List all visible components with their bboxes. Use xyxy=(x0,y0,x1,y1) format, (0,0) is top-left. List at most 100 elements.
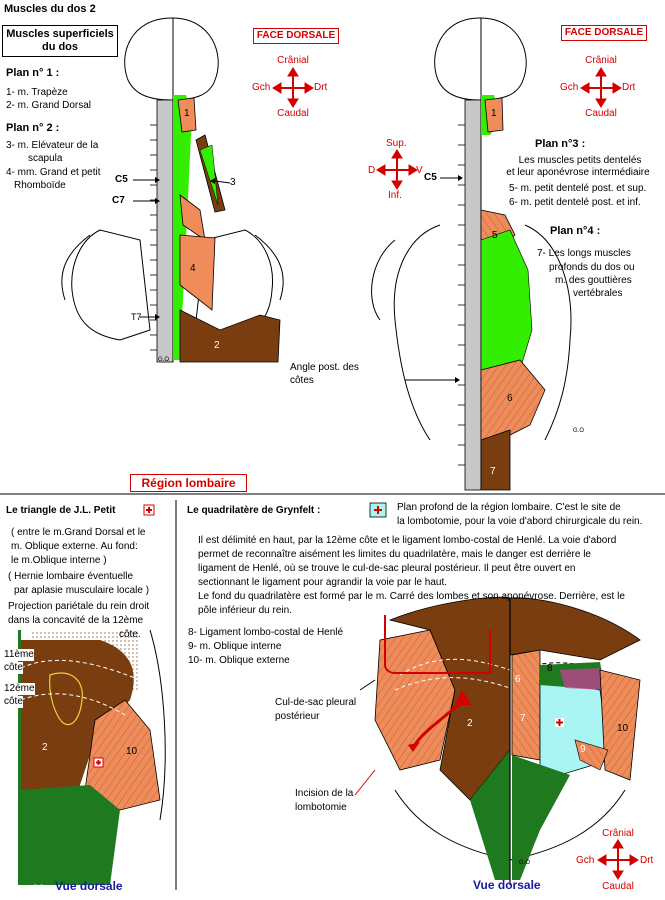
orientation-cross-2 xyxy=(580,67,622,108)
d-label: D xyxy=(368,165,376,176)
plan3-title: Plan n°3 : xyxy=(535,138,586,150)
rib11-label-1: 11ème xyxy=(4,649,34,661)
petit-number-10: 10 xyxy=(126,746,138,757)
go-label-3: G.O xyxy=(33,885,45,891)
inf-label: Inf. xyxy=(388,190,402,201)
title-box-line-2: du dos xyxy=(41,41,79,53)
incision-label-1: Incision de la xyxy=(295,788,354,799)
plan4-item-4: vertébrales xyxy=(573,288,623,299)
grynfelt-number-2: 2 xyxy=(467,718,473,729)
orientation-cross-4 xyxy=(597,839,639,880)
angle-label-2: côtes xyxy=(290,375,314,386)
petit-line-7: dans la concavité de la 12ème xyxy=(8,615,144,626)
left-label-3: Gch xyxy=(576,855,595,866)
go-label-4: G.O xyxy=(519,860,531,866)
plan4-item-3: m. des gouttières xyxy=(555,275,632,286)
c5-label-right: C5 xyxy=(424,172,437,183)
grynfelt-legend-2: 9- m. Oblique interne xyxy=(188,641,282,652)
grynfelt-figure xyxy=(354,502,641,885)
grynfelt-para-5: Le fond du quadrilatère est formé par le… xyxy=(198,591,625,602)
rib12-label-1: 12ème xyxy=(4,683,35,695)
petit-line-8: côte. xyxy=(119,629,141,640)
incision-label-2: lombotomie xyxy=(295,802,347,813)
petit-line-1: ( entre le m.Grand Dorsal et le xyxy=(11,527,146,538)
muscle-number-2-left: 2 xyxy=(214,340,220,351)
angle-label-1: Angle post. des xyxy=(290,362,359,373)
grynfelt-number-8: 8 xyxy=(547,663,553,674)
left-label-1: Gch xyxy=(252,82,271,93)
grynfelt-caption: Vue dorsale xyxy=(473,878,541,892)
grynfelt-number-6: 6 xyxy=(515,674,521,685)
muscle-number-3: 3 xyxy=(230,177,236,188)
c5-label-left: C5 xyxy=(115,174,128,185)
plan3-item-2: et leur aponévrose intermédiaire xyxy=(506,167,650,178)
petit-line-3: le m.Oblique interne ) xyxy=(11,555,107,566)
orientation-cross-1 xyxy=(272,67,314,108)
rib11-label-2: côte xyxy=(4,662,23,674)
plan1-title: Plan n° 1 : xyxy=(6,67,60,79)
face-dorsale-badge-1: FACE DORSALE xyxy=(253,28,339,44)
rib12-label-2: côte xyxy=(4,696,23,708)
plan3-item-4: 6- m. petit dentelé post. et inf. xyxy=(509,197,641,208)
plan2-item-4: Rhomboïde xyxy=(14,180,66,191)
grynfelt-number-9: 9 xyxy=(580,744,586,755)
muscle-number-1-left: 1 xyxy=(184,108,190,119)
face-dorsale-badge-2: FACE DORSALE xyxy=(561,25,647,41)
petit-triangle-figure xyxy=(18,629,166,885)
plan1-item-2: 2- m. Grand Dorsal xyxy=(6,100,92,111)
grynfelt-intro-2: la lombotomie, pour la voie d'abord chir… xyxy=(397,516,643,527)
plan3-item-3: 5- m. petit dentelé post. et sup. xyxy=(509,183,647,194)
orientation-cross-3 xyxy=(376,149,418,190)
muscle-number-1-right: 1 xyxy=(491,108,497,119)
title-box: Muscles superficiels du dos xyxy=(2,25,118,57)
grynfelt-para-1: Il est délimité en haut, par la 12ème cô… xyxy=(198,535,617,546)
cranial-label-3: Crânial xyxy=(602,828,634,839)
plan2-item-1: 3- m. Elévateur de la xyxy=(6,140,99,151)
petit-title: Le triangle de J.L. Petit xyxy=(6,505,116,516)
grynfelt-number-7: 7 xyxy=(520,713,526,724)
caudal-label-1: Caudal xyxy=(277,108,309,119)
go-label-2: G.O xyxy=(573,428,585,434)
grynfelt-legend-3: 10- m. Oblique externe xyxy=(188,655,290,666)
grynfelt-para-2: permet de reconnaître aisément les limit… xyxy=(198,549,591,560)
left-dorsal-figure xyxy=(61,17,284,364)
title-box-line-1: Muscles superficiels xyxy=(6,28,114,40)
cul-de-sac-label-1: Cul-de-sac pleural xyxy=(275,697,357,708)
muscle-number-5: 5 xyxy=(492,230,498,241)
caudal-label-3: Caudal xyxy=(602,881,634,892)
cul-de-sac-label-2: postérieur xyxy=(275,711,320,722)
plan1-item-1: 1- m. Trapèze xyxy=(6,87,68,98)
right-label-3: Drt xyxy=(640,855,654,866)
plan4-item-1: 7- Les longs muscles xyxy=(537,248,631,259)
petit-line-5: par aplasie musculaire locale ) xyxy=(14,585,150,596)
plan2-title: Plan n° 2 : xyxy=(6,122,60,134)
left-label-2: Gch xyxy=(560,82,579,93)
petit-caption: Vue dorsale xyxy=(55,879,123,893)
right-label-1: Drt xyxy=(314,82,328,93)
grynfelt-para-6: pôle inférieur du rein. xyxy=(198,605,292,616)
right-dorsal-figure xyxy=(371,17,572,491)
cranial-label-2: Crânial xyxy=(585,55,617,66)
muscle-number-4: 4 xyxy=(190,263,196,274)
muscle-number-6: 6 xyxy=(507,393,513,404)
caudal-label-2: Caudal xyxy=(585,108,617,119)
sup-label: Sup. xyxy=(386,138,407,149)
grynfelt-legend-1: 8- Ligament lombo-costal de Henlé xyxy=(188,627,344,638)
petit-line-6: Projection pariétale du rein droit xyxy=(8,601,150,612)
t7-label: T7 xyxy=(131,312,142,322)
grynfelt-para-4: sectionnant le ligament pour agrandir la… xyxy=(198,577,448,588)
petit-line-4: ( Hernie lombaire éventuelle xyxy=(8,571,134,582)
plan4-item-2: profonds du dos ou xyxy=(549,262,635,273)
go-label-1: G.O xyxy=(158,357,170,363)
plan2-item-2: scapula xyxy=(28,153,63,164)
c7-label: C7 xyxy=(112,195,125,206)
petit-line-2: m. Oblique externe. Au fond: xyxy=(11,541,138,552)
plan2-item-3: 4- mm. Grand et petit xyxy=(6,167,101,178)
muscle-number-7: 7 xyxy=(490,466,496,477)
page-title: Muscles du dos 2 xyxy=(4,3,96,15)
cranial-label-1: Crânial xyxy=(277,55,309,66)
right-label-2: Drt xyxy=(622,82,636,93)
plan3-item-1: Les muscles petits dentelés xyxy=(518,155,642,166)
